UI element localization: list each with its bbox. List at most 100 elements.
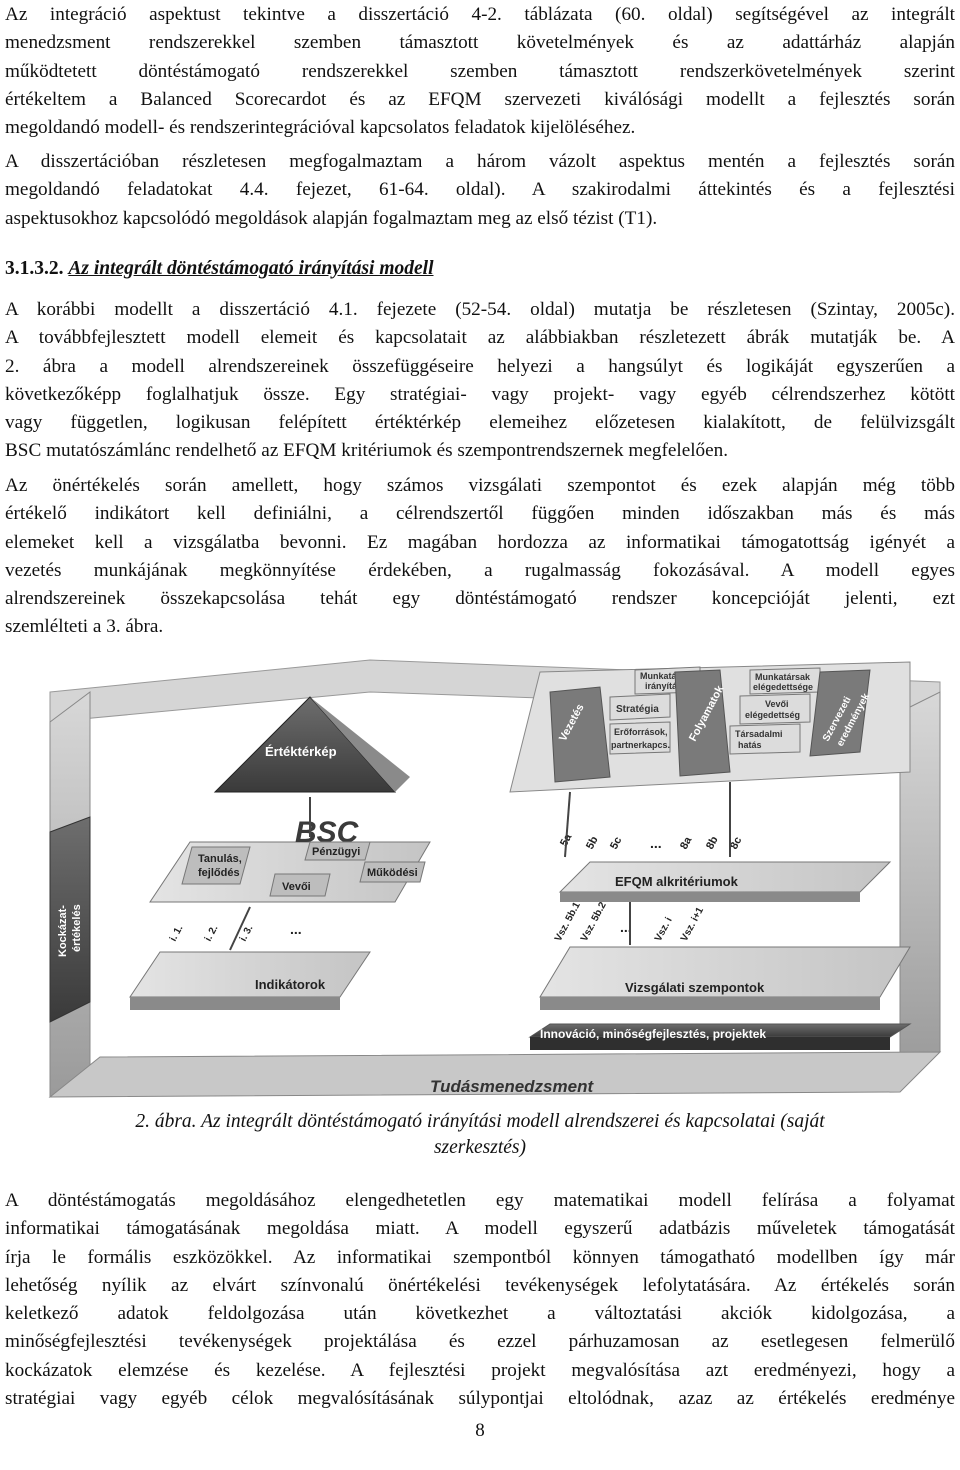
folyamatok-box xyxy=(674,669,731,777)
text-line: A döntéstámogatás megoldásához elengedhe… xyxy=(5,1190,955,1211)
text-line: megoldandó modell- és rendszerintegráció… xyxy=(5,117,636,139)
text-line: A továbbfejlesztett modell elemeit és ka… xyxy=(5,327,955,349)
text-line: Az integráció aspektust tekintve a dissz… xyxy=(5,4,955,25)
penzugyi-box xyxy=(304,841,371,861)
efqm-alkrit-label: EFQM alkritériumok xyxy=(615,874,739,889)
text-line: működtetett döntéstámogató rendszerekkel… xyxy=(5,60,955,82)
kockazatertekeles-label: Kockázat- xyxy=(57,905,69,957)
munkatarsak-elegedettsege-label: Munkatársak xyxy=(755,672,811,682)
vsz-i: Vsz. i xyxy=(653,915,675,943)
text-line: vezetés munkájának megkönnyítése érdekéb… xyxy=(5,559,955,581)
innovacio-label: Innováció, minőségfejlesztés, projektek xyxy=(540,1027,766,1041)
vevoi-box xyxy=(269,873,331,897)
mukodesi-label: Működési xyxy=(367,867,418,879)
figure-caption: 2. ábra. Az integrált döntéstámogató irá… xyxy=(0,1109,960,1161)
subcriterion-5b: 5b xyxy=(584,834,601,851)
tudasmenedzsment-base xyxy=(48,1051,942,1098)
paragraph-korabbi-modell: A korábbi modellt a disszertáció 4.1. fe… xyxy=(5,296,955,466)
section-title: Az integrált döntéstámogató irányítási m… xyxy=(68,258,434,279)
mukodesi-box xyxy=(359,861,426,883)
munkatarsak-iranyitasa-label: Munkatársak xyxy=(640,671,696,681)
vevoi-elegedettseg-box xyxy=(739,693,811,725)
kockazatertekeles-label-2: értékelés xyxy=(71,904,83,952)
subcriterion-5c: 5c xyxy=(608,835,624,851)
text-line: írja le formális eszközökkel. Az informa… xyxy=(5,1246,955,1268)
tanulas-box xyxy=(181,846,251,885)
eroforrasok-label: Erőforrások, xyxy=(614,727,668,737)
text-line: Az önértékelés során amellett, hogy szám… xyxy=(5,475,955,496)
kockazatertekeles-pillar xyxy=(49,816,91,1023)
subcriterion-8c: 8c xyxy=(728,835,744,851)
fejlodes-label: fejlődés xyxy=(198,867,240,879)
subcriterion-8a: 8a xyxy=(678,834,695,851)
text-line: értékeltem a Balanced Scorecardot és az … xyxy=(5,88,955,110)
text-line: elemeket kell a vizsgálatba bevonni. Ez … xyxy=(5,531,955,553)
text-line: BSC mutatószámlánc rendelhető az EFQM kr… xyxy=(5,440,729,462)
text-line: lehetőség nyílik az elvárt színvonalú ön… xyxy=(5,1274,955,1296)
subcriterion-8b: 8b xyxy=(704,834,721,851)
tanulas-label: Tanulás, xyxy=(198,853,242,865)
text-line: stratégiai vagy egyéb célok megvalósítás… xyxy=(5,1388,955,1410)
text-line: keletkező adatok feldolgozása után követ… xyxy=(5,1303,955,1325)
text-line: szemlélteti a 3. ábra. xyxy=(5,616,164,638)
munkatarsak-elegedettsege-label-2: elégedettsége xyxy=(753,682,813,692)
caption-line-2: szerkesztés) xyxy=(433,1137,527,1158)
vizsgalati-label: Vizsgálati szempontok xyxy=(625,980,765,995)
tarsadalmi-hatas-box xyxy=(729,723,801,755)
innovacio-front xyxy=(530,1037,890,1050)
model-diagram: Tudásmenedzsment Innováció, minőségfejle… xyxy=(48,659,942,1098)
section-heading: 3.1.3.2. Az integrált döntéstámogató irá… xyxy=(5,258,434,280)
vevoi-label: Vevői xyxy=(282,881,311,893)
efqm-alkrit-front xyxy=(560,892,860,902)
paragraph-disszertacio: A disszertációban részletesen megfogalma… xyxy=(5,148,955,233)
text-line: következőképp foglalhatjuk össze. Egy st… xyxy=(5,383,955,405)
penzugyi-label: Pénzügyi xyxy=(312,846,360,858)
paragraph-donestamogatas: A döntéstámogatás megoldásához elengedhe… xyxy=(5,1187,955,1413)
eroforrasok-box xyxy=(609,721,671,755)
vsz-5b1: Vsz. 5b.1 xyxy=(553,900,583,943)
text-line: 2. ábra a modell alrendszereinek összefü… xyxy=(5,355,955,377)
text-line: kockázatok elemzése és kezelése. A fejle… xyxy=(5,1359,955,1381)
text-line: megoldandó feladatokat 4.4. fejezet, 61-… xyxy=(5,179,955,201)
text-line: aspektusokhoz kapcsolódó megoldások alap… xyxy=(5,207,658,229)
indikatorok-platform xyxy=(129,951,371,998)
indicator-i2: i. 2. xyxy=(203,923,221,943)
strategia-box xyxy=(609,693,671,721)
indikatorok-label: Indikátorok xyxy=(255,977,326,992)
eroforrasok-label-2: partnerkapcs. xyxy=(611,740,670,750)
caption-line-1: 2. ábra. Az integrált döntéstámogató irá… xyxy=(135,1111,825,1132)
vsz-i1: Vsz. i+1 xyxy=(679,905,706,943)
vezetes-box xyxy=(549,686,611,783)
text-line: menedzsment rendszerekkel szemben támasz… xyxy=(5,32,955,54)
vizsgalati-front xyxy=(540,997,880,1010)
text-line: A korábbi modellt a disszertáció 4.1. fe… xyxy=(5,299,955,320)
szervezeti-eredmenyek-box xyxy=(809,669,871,757)
indicator-i1: i. 1. xyxy=(168,923,186,943)
subcriterion-dots: ... xyxy=(650,835,662,851)
text-line: minőségfejlesztési tevékenységek projekt… xyxy=(5,1331,955,1353)
section-number: 3.1.3.2. xyxy=(5,258,64,279)
text-line: vagy független, logikusan felépített ért… xyxy=(5,412,955,434)
tarsadalmi-hatas-label: Társadalmi xyxy=(735,729,783,739)
connector-arrows xyxy=(229,782,731,951)
paragraph-integracio: Az integráció aspektust tekintve a dissz… xyxy=(5,1,955,142)
munkatarsak-iranyitasa-label-2: irányítása xyxy=(645,681,688,691)
tarsadalmi-hatas-label-2: hatás xyxy=(738,740,762,750)
vsz-dots: ... xyxy=(620,919,632,935)
vsz-5b2: Vsz. 5b.2 xyxy=(579,900,609,943)
paragraph-onertekeles: Az önértékelés során amellett, hogy szám… xyxy=(5,472,955,642)
text-line: alrendszereinek összekapcsolása tehát eg… xyxy=(5,588,955,610)
tudasmenedzsment-label: Tudásmenedzsment xyxy=(430,1077,594,1096)
text-line: A disszertációban részletesen megfogalma… xyxy=(5,151,955,172)
indicator-dots: ... xyxy=(290,921,302,937)
vevoi-elegedettseg-label-2: elégedettség xyxy=(745,710,800,720)
strategia-label: Stratégia xyxy=(616,704,659,715)
indikatorok-front xyxy=(130,997,340,1010)
page-number: 8 xyxy=(475,1420,485,1441)
text-line: informatikai támogatásának megoldása mia… xyxy=(5,1218,955,1240)
text-line: értékelő indikátort kell definiálni, a c… xyxy=(5,503,955,525)
ertekterkep-label: Értéktérkép xyxy=(265,744,337,759)
ertekterkep-side xyxy=(310,697,410,792)
vevoi-elegedettseg-label: Vevői xyxy=(765,699,789,709)
